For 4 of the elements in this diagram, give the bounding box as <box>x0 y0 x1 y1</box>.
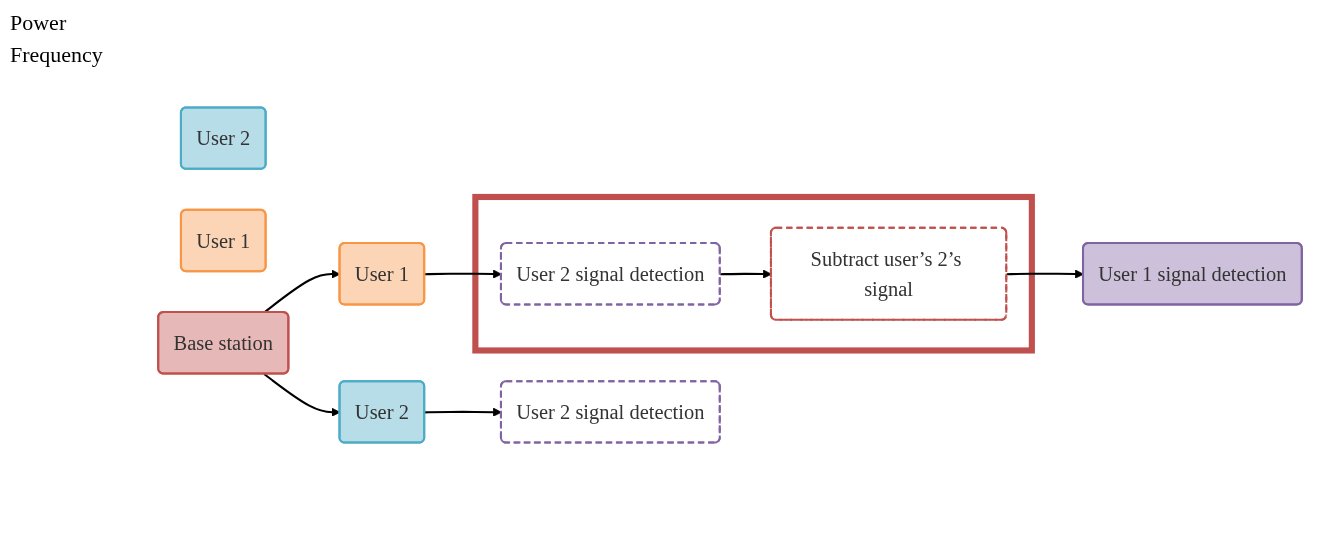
arrow <box>1006 269 1084 279</box>
axis-label: Power <box>10 10 68 36</box>
axis-label: Frequency <box>10 42 103 68</box>
cluster <box>472 193 1035 354</box>
